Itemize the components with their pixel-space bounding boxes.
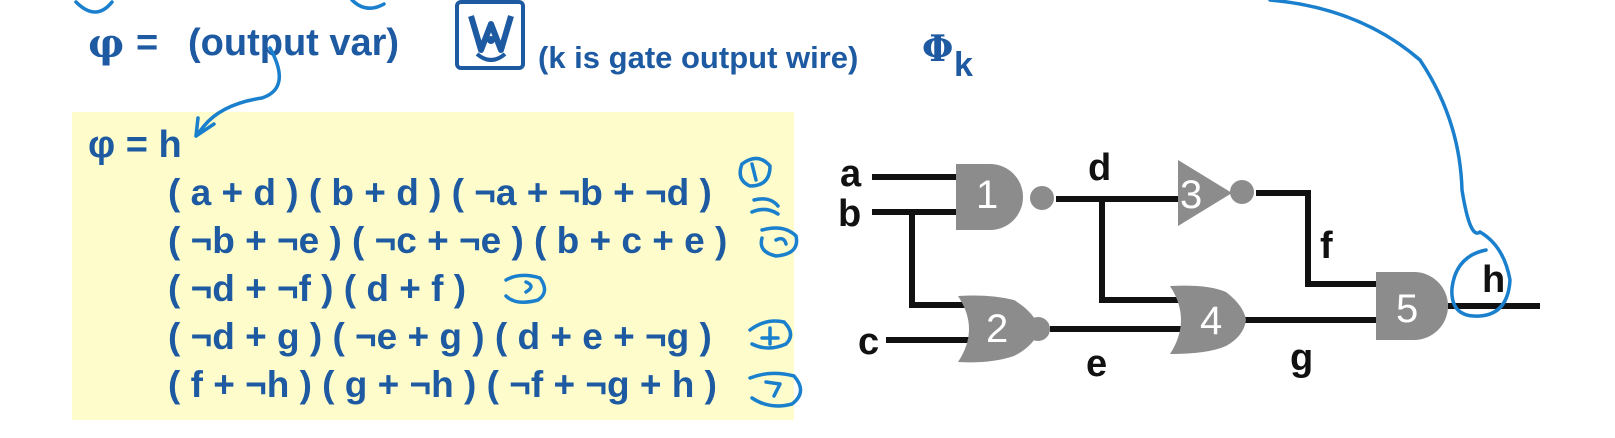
wire-label-g: g — [1290, 337, 1313, 379]
ink-number-2-icon — [759, 226, 799, 258]
ink-mark-1 — [750, 197, 780, 216]
gate-1-and-icon — [956, 164, 1023, 230]
ink-scribble-left — [74, 0, 114, 14]
gate-label-5: 5 — [1396, 287, 1418, 331]
gate-4-or-icon — [1170, 285, 1246, 354]
gate-labels: 1 2 3 4 5 — [976, 173, 1418, 351]
wire-f — [1256, 190, 1380, 287]
gate-label-4: 4 — [1200, 299, 1222, 343]
clause-line-4: ( ¬d + g ) ( ¬e + g ) ( d + e + ¬g ) — [168, 316, 712, 357]
wire-label-h: h — [1482, 259, 1505, 301]
ink-number-3-icon — [504, 273, 547, 304]
formula-highlight — [72, 112, 794, 420]
wire-label-e: e — [1086, 343, 1107, 385]
circuit-wires — [872, 174, 1540, 343]
wire-label-b: b — [838, 193, 861, 235]
gate-3-bubble — [1230, 180, 1254, 204]
wire-label-f: f — [1320, 225, 1333, 267]
clause-line-2: ( ¬b + ¬e ) ( ¬c + ¬e ) ( b + c + e ) — [168, 220, 728, 261]
gate-2-bubble — [1026, 317, 1050, 341]
ink-arrow-h — [194, 46, 282, 138]
wire-label-a: a — [840, 153, 862, 195]
clause-line-5: ( f + ¬h ) ( g + ¬h ) ( ¬f + ¬g + h ) — [168, 364, 717, 405]
ink-scribble-mid — [350, 0, 386, 10]
gate-label-2: 2 — [986, 307, 1008, 351]
gate-3-not-icon — [1178, 160, 1232, 226]
wire-label-d: d — [1088, 147, 1111, 189]
gates — [956, 160, 1448, 363]
gate-output-note: (k is gate output wire) — [538, 40, 859, 75]
gate-2-or-icon — [958, 295, 1040, 363]
clause-line-1: ( a + d ) ( b + d ) ( ¬a + ¬b + ¬d ) — [168, 172, 712, 213]
ink-annotations — [74, 0, 1512, 408]
gate-label-3: 3 — [1180, 173, 1202, 217]
logo-icon — [455, 0, 525, 70]
wire-label-c: c — [858, 321, 879, 363]
gate-label-1: 1 — [976, 173, 998, 217]
phi-symbol: φ — [88, 20, 125, 67]
wire-labels: a b c d e f g h — [838, 147, 1505, 385]
formula-first-line: φ = h — [88, 124, 182, 166]
ink-number-1-icon — [738, 156, 772, 188]
ink-number-5-icon — [748, 371, 803, 408]
phi-k-subscript: k — [954, 46, 973, 84]
ink-number-4-icon — [748, 319, 793, 350]
wire-d-branch — [1099, 199, 1186, 303]
clause-line-3: ( ¬d + ¬f ) ( d + f ) — [168, 268, 467, 309]
output-var-label: (output var) — [188, 22, 400, 64]
equals-sign: = — [136, 22, 159, 64]
gate-1-bubble — [1030, 186, 1054, 210]
gate-5-and-icon — [1376, 272, 1448, 340]
wire-b-branch — [909, 212, 972, 308]
phi-k-symbol: Φ — [922, 28, 954, 70]
ink-loop-h — [1268, 0, 1512, 318]
